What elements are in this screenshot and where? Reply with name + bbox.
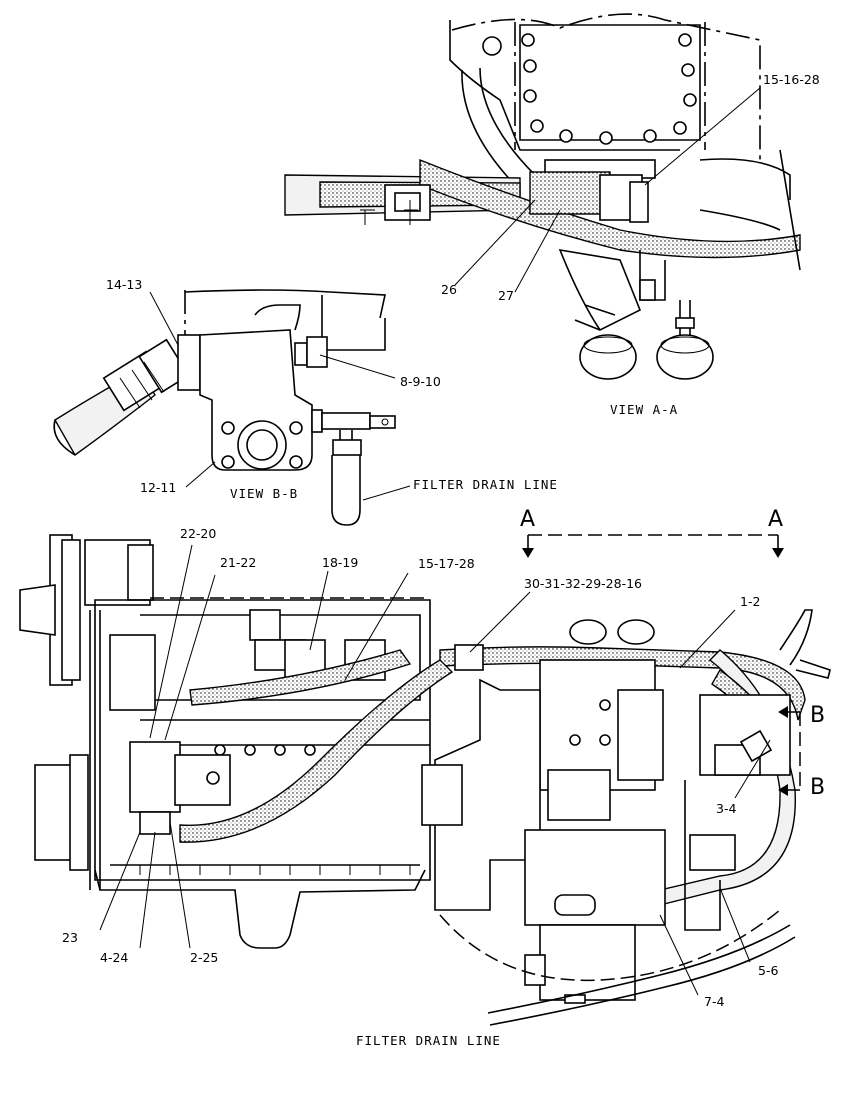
section-marker-b-bottom: B <box>810 775 825 800</box>
main-leaders <box>99 544 771 996</box>
label-12-11: 12-11 <box>140 480 176 495</box>
block-bolts <box>482 33 697 145</box>
section-marker-a-left: A <box>520 507 535 532</box>
label-5-6: 5-6 <box>758 963 778 978</box>
view-bb-drawing <box>53 289 396 526</box>
view-bb-leaders <box>149 291 411 501</box>
section-marker-b-top: B <box>810 703 825 728</box>
label-22-20: 22-20 <box>180 526 216 541</box>
label-15-16-28: 15-16-28 <box>763 72 820 87</box>
label-2-25: 2-25 <box>190 950 218 965</box>
label-8-9-10: 8-9-10 <box>400 374 441 389</box>
section-aa-line <box>522 534 784 558</box>
label-26: 26 <box>441 282 457 297</box>
engine-main-drawing <box>19 534 831 1026</box>
label-23: 23 <box>62 930 78 945</box>
section-marker-a-right: A <box>768 507 783 532</box>
filter-drain-line-top: FILTER DRAIN LINE <box>413 477 558 492</box>
view-aa-caption: VIEW A-A <box>610 402 678 417</box>
filter-drain-line-bottom: FILTER DRAIN LINE <box>356 1033 501 1048</box>
label-14-13: 14-13 <box>106 277 142 292</box>
view-aa-leaders <box>454 87 761 293</box>
label-30-31-32-29-28-16: 30-31-32-29-28-16 <box>524 576 642 591</box>
label-3-4: 3-4 <box>716 801 736 816</box>
label-27: 27 <box>498 288 514 303</box>
label-15-17-28: 15-17-28 <box>418 556 475 571</box>
view-aa-drawing <box>284 13 801 380</box>
label-21-22: 21-22 <box>220 555 256 570</box>
label-1-2: 1-2 <box>740 594 760 609</box>
label-18-19: 18-19 <box>322 555 358 570</box>
label-7-4: 7-4 <box>704 994 724 1009</box>
view-bb-caption: VIEW B-B <box>230 486 298 501</box>
section-bb-line <box>778 706 801 796</box>
label-4-24: 4-24 <box>100 950 128 965</box>
